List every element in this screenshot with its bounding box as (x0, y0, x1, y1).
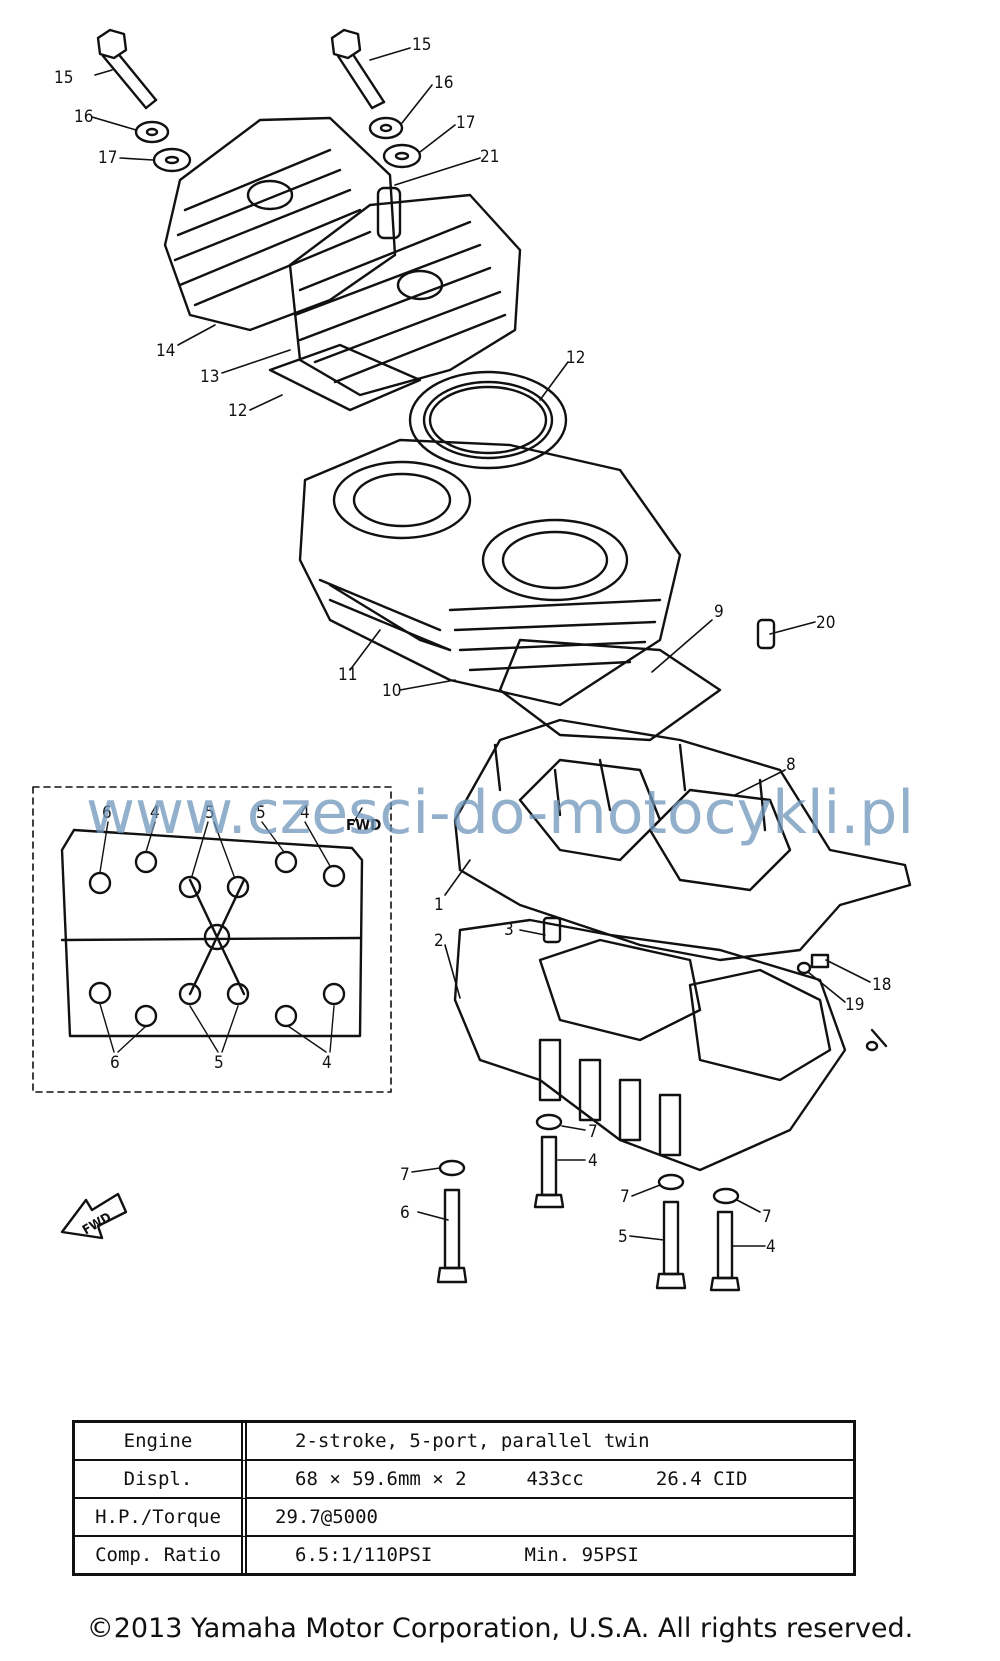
callout-20: 20 (816, 613, 835, 633)
copyright-notice: ©2013 Yamaha Motor Corporation, U.S.A. A… (86, 1613, 914, 1644)
bearing-locator (542, 916, 562, 944)
inset-fwd-label: FWD (346, 816, 381, 834)
base-gasket (498, 638, 722, 742)
callout-7-b: 7 (400, 1165, 410, 1185)
callout-8: 8 (786, 755, 796, 775)
watermark: www.czesci-do-motocykli.pl (85, 778, 915, 848)
cylinder-head-left (163, 116, 397, 332)
callout-7-c: 7 (620, 1187, 630, 1207)
spec-value: Min. 95PSI (524, 1544, 639, 1566)
callout-11: 11 (338, 665, 357, 685)
inset-frame (32, 786, 392, 1093)
callout-12-left: 12 (228, 401, 247, 421)
head-gaskets (268, 343, 568, 470)
inset-label-top-1: 6 (102, 803, 112, 823)
callout-3: 3 (504, 920, 514, 940)
callout-9: 9 (714, 602, 724, 622)
callout-14: 14 (156, 341, 175, 361)
cylinder-head-right (288, 186, 522, 397)
fwd-arrow-label: FWD (80, 1210, 114, 1238)
callout-2: 2 (434, 931, 444, 951)
inset-crankcase-bottom-view (60, 828, 364, 1038)
inset-label-top-3: 5 (205, 803, 215, 823)
inset-label-top-4: 5 (256, 803, 266, 823)
exploded-parts-diagram: 15 15 16 16 17 17 21 14 13 12 12 9 20 11… (32, 28, 912, 1292)
spec-value: 433cc (526, 1468, 584, 1490)
callout-1: 1 (434, 895, 444, 915)
callout-21: 21 (480, 147, 499, 167)
spec-label: Engine (75, 1423, 247, 1461)
spec-value: 6.5:1/110PSI (295, 1544, 433, 1566)
spec-value: 26.4 CID (655, 1468, 748, 1490)
washers (134, 116, 422, 173)
spec-value: 68 × 59.6mm × 2 (295, 1468, 467, 1490)
dowel-pin (756, 618, 776, 650)
callout-12-right: 12 (566, 348, 585, 368)
callout-10: 10 (382, 681, 401, 701)
engine-spec-table: Engine 2-stroke, 5-port, parallel twin D… (72, 1420, 856, 1576)
callout-19: 19 (845, 995, 864, 1015)
cylinder-head-bolt-left (96, 28, 158, 110)
callout-7-d: 7 (762, 1207, 772, 1227)
callout-7-a: 7 (588, 1122, 598, 1142)
inset-label-top-5: 4 (300, 803, 310, 823)
callout-4-b: 4 (766, 1237, 776, 1257)
callout-15-right: 15 (412, 35, 431, 55)
spec-label: Displ. (75, 1461, 247, 1499)
crankcase-screws-right (796, 953, 888, 1052)
callout-15-left: 15 (54, 68, 73, 88)
inset-label-bottom-2: 5 (214, 1053, 224, 1073)
cylinder-head-bolt-right (330, 28, 386, 110)
callout-13: 13 (200, 367, 219, 387)
spec-label: Comp. Ratio (75, 1537, 247, 1573)
spec-label: H.P./Torque (75, 1499, 247, 1537)
callout-18: 18 (872, 975, 891, 995)
callout-16-left: 16 (74, 107, 93, 127)
callout-6: 6 (400, 1203, 410, 1223)
spec-value: 2-stroke, 5-port, parallel twin (295, 1430, 650, 1452)
callout-5: 5 (618, 1227, 628, 1247)
callout-17-left: 17 (98, 148, 117, 168)
spec-row-comp-ratio: Comp. Ratio 6.5:1/110PSI Min. 95PSI (75, 1537, 853, 1573)
cylinder-block (298, 438, 682, 707)
crankcase-lower (453, 918, 847, 1172)
inset-label-top-2: 4 (150, 803, 160, 823)
spark-plug (376, 186, 402, 240)
spec-row-engine: Engine 2-stroke, 5-port, parallel twin (75, 1423, 853, 1461)
inset-label-bottom-1: 6 (110, 1053, 120, 1073)
spec-row-hp-torque: H.P./Torque 29.7@5000 (75, 1499, 853, 1537)
inset-label-bottom-3: 4 (322, 1053, 332, 1073)
callout-17-right: 17 (456, 113, 475, 133)
forward-arrow-icon (60, 1192, 128, 1240)
callout-4-a: 4 (588, 1151, 598, 1171)
spec-value: 29.7@5000 (275, 1506, 378, 1528)
callout-16-right: 16 (434, 73, 453, 93)
spec-row-displ: Displ. 68 × 59.6mm × 2 433cc 26.4 CID (75, 1461, 853, 1499)
